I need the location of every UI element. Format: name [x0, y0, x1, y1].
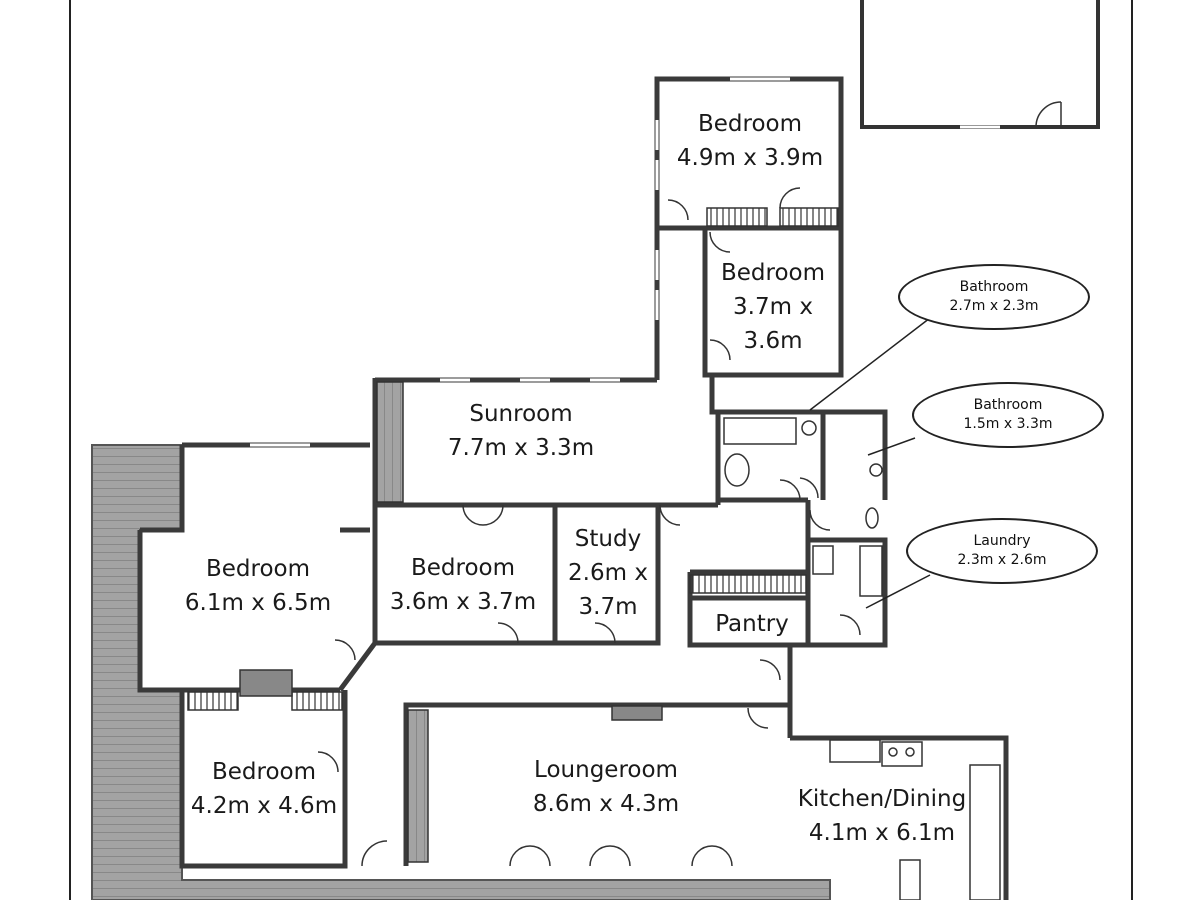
room-size: 7.7m x 3.3m: [447, 435, 595, 461]
room-label-pantry: Pantry: [715, 607, 789, 641]
page-border: [69, 0, 1133, 900]
room-name: Bedroom: [697, 111, 803, 137]
windows: [250, 77, 1000, 447]
room-label-study: Study 2.6m x 3.7m: [568, 522, 648, 624]
room-name: Bedroom: [720, 260, 826, 286]
room-label-bedroom-north: Bedroom 4.9m x 3.9m: [677, 107, 823, 175]
room-label-sunroom: Sunroom 7.7m x 3.3m: [448, 397, 594, 465]
room-name: Loungeroom: [534, 757, 678, 783]
room-size-line2: 3.6m: [743, 328, 803, 354]
room-size: 6.1m x 6.5m: [184, 590, 332, 616]
room-size: 3.6m x 3.7m: [389, 589, 537, 615]
callout-bathroom-ensuite: Bathroom 1.5m x 3.3m: [912, 382, 1104, 448]
room-size: 4.1m x 6.1m: [808, 820, 956, 846]
callout-laundry: Laundry 2.3m x 2.6m: [906, 518, 1098, 584]
room-name: Bedroom: [410, 555, 516, 581]
room-label-bedroom-centre: Bedroom 3.6m x 3.7m: [390, 551, 536, 619]
room-size: 4.9m x 3.9m: [676, 145, 824, 171]
callout-name: Bathroom: [973, 397, 1043, 413]
verandah: [91, 444, 831, 900]
room-name: Bedroom: [205, 556, 311, 582]
room-name: Sunroom: [469, 401, 573, 427]
room-size-line1: 2.6m x: [568, 560, 648, 586]
room-size: 4.2m x 4.6m: [190, 793, 338, 819]
room-name: Bedroom: [211, 759, 317, 785]
callout-name: Laundry: [973, 533, 1031, 549]
room-label-loungeroom: Loungeroom 8.6m x 4.3m: [533, 753, 679, 821]
room-size: 8.6m x 4.3m: [532, 791, 680, 817]
callout-size: 2.7m x 2.3m: [949, 298, 1039, 314]
room-label-kitchen-dining: Kitchen/Dining 4.1m x 6.1m: [798, 782, 966, 850]
callout-bathroom-main: Bathroom 2.7m x 2.3m: [898, 264, 1090, 330]
room-name: Kitchen/Dining: [797, 786, 967, 812]
room-name: Study: [574, 526, 642, 552]
callout-name: Bathroom: [959, 279, 1029, 295]
fixtures: [187, 187, 1001, 900]
room-label-bedroom-east: Bedroom 3.7m x 3.6m: [721, 256, 825, 358]
room-label-bedroom-west: Bedroom 6.1m x 6.5m: [185, 552, 331, 620]
callout-size: 1.5m x 3.3m: [963, 416, 1053, 432]
room-size-line1: 3.7m x: [733, 294, 813, 320]
callout-leaders: [809, 317, 931, 609]
room-label-bedroom-southwest: Bedroom 4.2m x 4.6m: [191, 755, 337, 823]
outbuilding: [860, 0, 1100, 129]
callout-size: 2.3m x 2.6m: [957, 552, 1047, 568]
room-size-line2: 3.7m: [578, 594, 638, 620]
room-name: Pantry: [715, 611, 789, 637]
